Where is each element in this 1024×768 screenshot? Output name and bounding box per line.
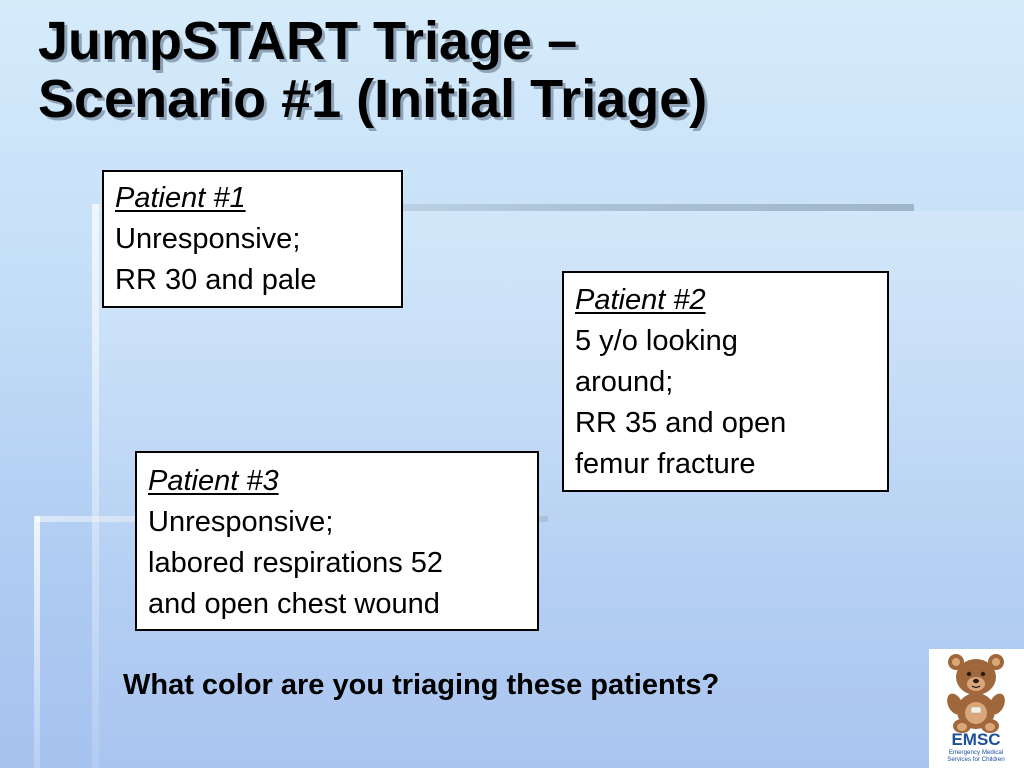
patient-1-line-2: RR 30 and pale (115, 264, 317, 296)
slide-title: JumpSTART Triage – Scenario #1 (Initial … (38, 12, 707, 128)
patient-3-box: Patient #3 Unresponsive; labored respira… (135, 451, 539, 631)
patient-1-line-1: Unresponsive; (115, 223, 301, 255)
emsc-wordmark: EMSC (951, 730, 1000, 749)
patient-3-line-3: and open chest wound (148, 588, 440, 620)
emsc-tagline-line-1: Emergency Medical (949, 749, 1003, 756)
patient-2-label: Patient #2 (575, 284, 706, 316)
patient-2-line-1: 5 y/o looking (575, 325, 738, 357)
triage-question: What color are you triaging these patien… (123, 669, 720, 701)
slide-title-line-1: JumpSTART Triage – (38, 11, 578, 71)
emsc-tagline-line-2: Services for Children (947, 756, 1005, 763)
patient-2-line-3: RR 35 and open (575, 407, 787, 439)
decorative-line-left-lower (34, 516, 40, 768)
patient-1-box: Patient #1 Unresponsive; RR 30 and pale (102, 170, 403, 308)
decorative-line-left (92, 204, 99, 768)
emsc-logo: EMSC Emergency Medical Services for Chil… (929, 649, 1024, 768)
patient-1-label: Patient #1 (115, 182, 246, 214)
patient-2-line-2: around; (575, 366, 674, 398)
patient-2-box: Patient #2 5 y/o looking around; RR 35 a… (562, 271, 889, 492)
patient-2-line-4: femur fracture (575, 448, 756, 480)
teddy-bear-icon: EMSC Emergency Medical Services for Chil… (947, 654, 1005, 763)
patient-3-line-2: labored respirations 52 (148, 547, 444, 579)
slide-title-line-2: Scenario #1 (Initial Triage) (38, 69, 708, 129)
patient-3-label: Patient #3 (148, 465, 279, 497)
patient-3-line-1: Unresponsive; (148, 506, 334, 538)
